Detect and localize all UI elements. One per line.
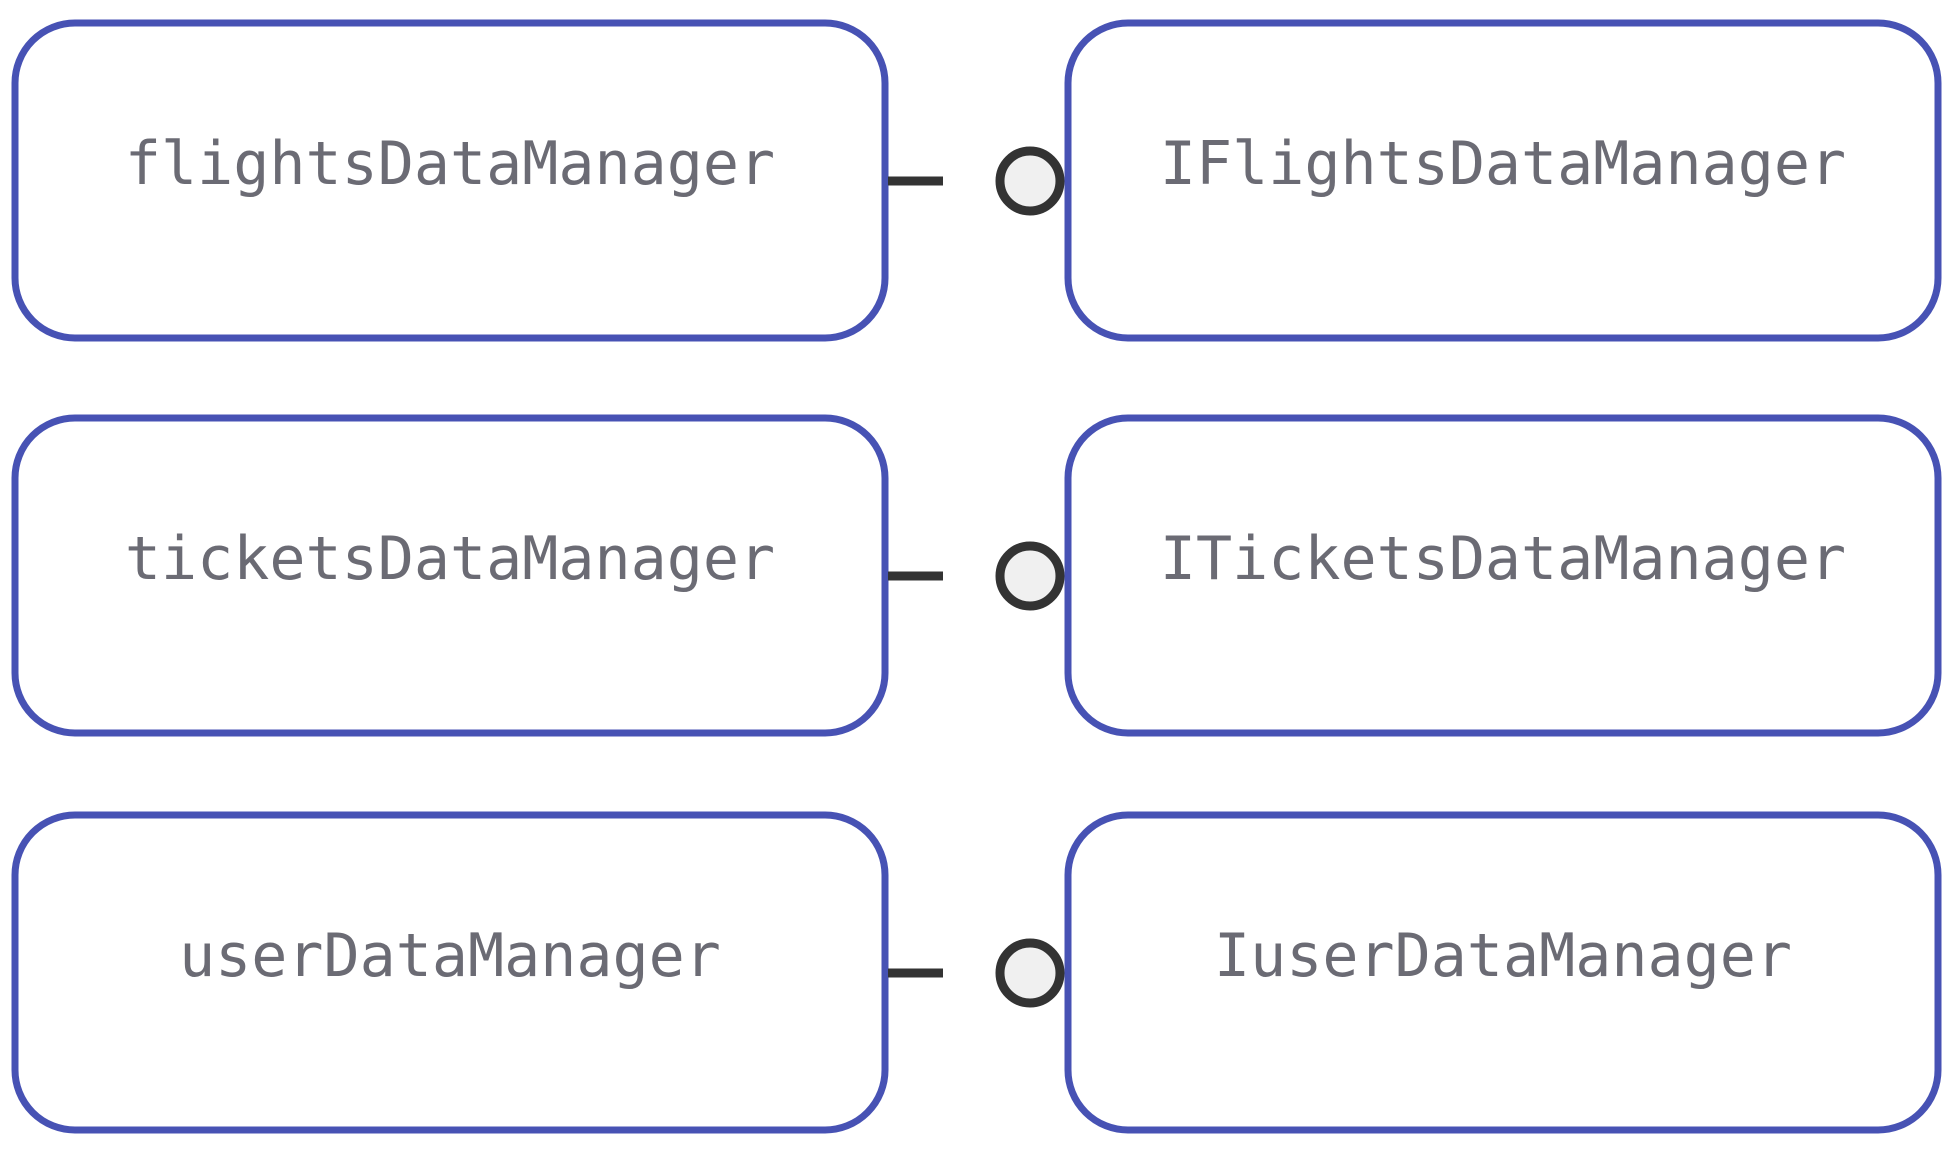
implementation-box-tickets[interactable] bbox=[11, 414, 889, 737]
interface-label-user: IuserDataManager bbox=[1214, 921, 1792, 991]
row-tickets: ticketsDataManager ITicketsDataManager bbox=[11, 414, 1942, 737]
interface-lollipop-flights bbox=[995, 146, 1065, 216]
implementation-label-flights: flightsDataManager bbox=[125, 129, 775, 199]
implementation-label-tickets: ticketsDataManager bbox=[125, 524, 775, 594]
row-flights: flightsDataManager IFlightsDataManager bbox=[11, 19, 1942, 342]
implementation-box-flights[interactable] bbox=[11, 19, 889, 342]
implementation-box-user[interactable] bbox=[11, 811, 889, 1134]
interface-label-tickets: ITicketsDataManager bbox=[1160, 524, 1846, 594]
interface-lollipop-user bbox=[995, 938, 1065, 1008]
interface-box-user[interactable] bbox=[1064, 811, 1942, 1134]
interface-box-tickets[interactable] bbox=[1064, 414, 1942, 737]
implementation-label-user: userDataManager bbox=[179, 921, 721, 991]
interface-box-flights[interactable] bbox=[1064, 19, 1942, 342]
interface-lollipop-tickets bbox=[995, 541, 1065, 611]
interface-label-flights: IFlightsDataManager bbox=[1160, 129, 1846, 199]
row-user: userDataManager IuserDataManager bbox=[11, 811, 1942, 1134]
